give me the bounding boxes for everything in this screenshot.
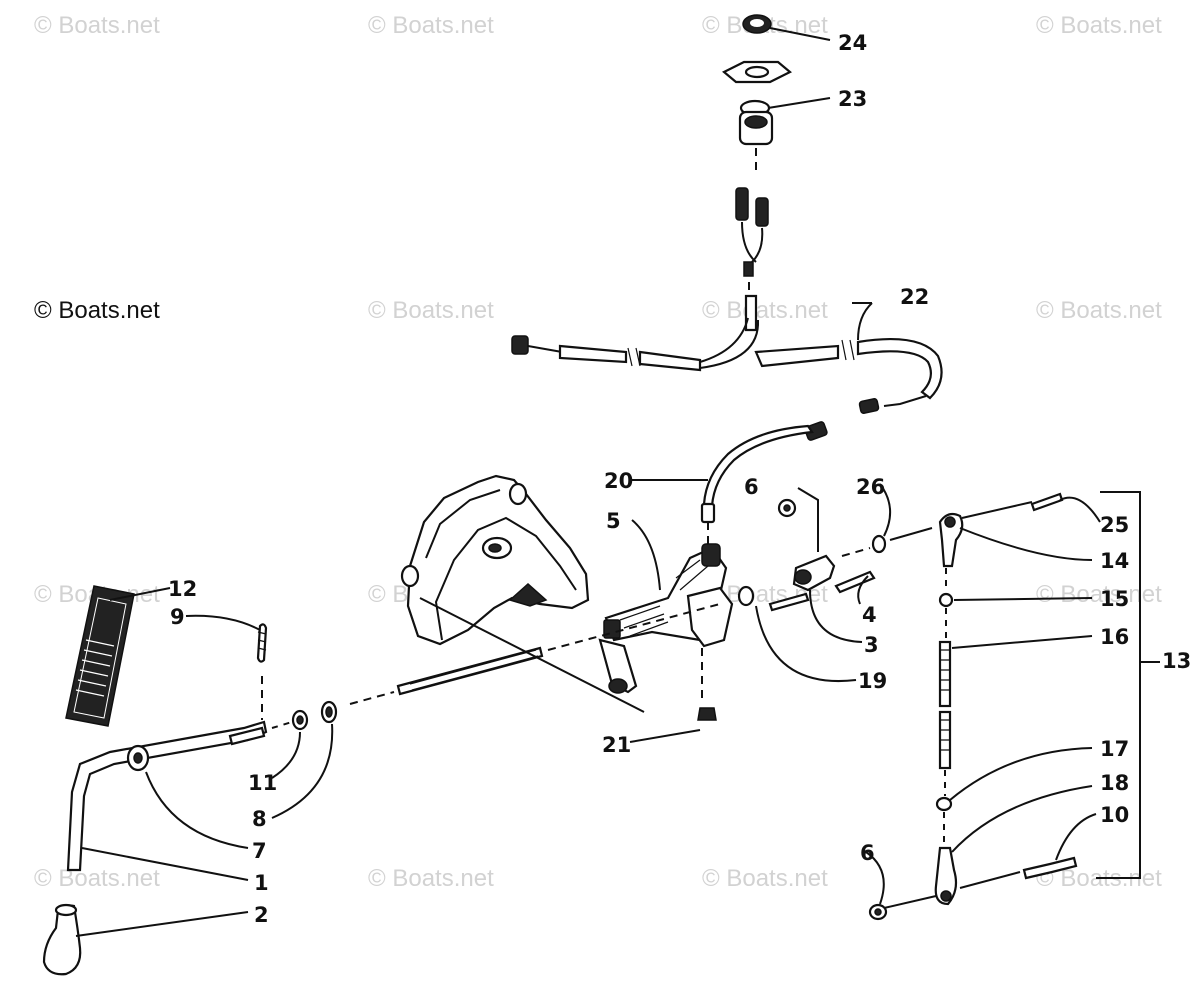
callout-25: 25: [1100, 513, 1129, 537]
callout-11: 11: [248, 771, 277, 795]
part-2-grip: [42, 903, 82, 976]
watermark: © Boats.net: [368, 12, 494, 39]
callout-3: 3: [864, 633, 879, 657]
callout-18: 18: [1100, 771, 1129, 795]
part-12-decal: [65, 585, 135, 727]
callout-24: 24: [838, 31, 867, 55]
watermark: © Boats.net: [702, 865, 828, 892]
part-23-switch: [735, 99, 774, 306]
callout-23: 23: [838, 87, 867, 111]
callout-15: 15: [1100, 587, 1129, 611]
part-26-washer: [871, 534, 887, 554]
callout-6-upper: 6: [744, 475, 759, 499]
callout-7: 7: [252, 839, 267, 863]
callout-6-lower: 6: [860, 841, 875, 865]
part-5-lever: [598, 543, 734, 698]
watermark: © Boats.net: [368, 297, 494, 324]
watermark: © Boats.net: [34, 865, 160, 892]
part-22-harness: [511, 294, 943, 414]
part-21-fastener: [697, 707, 717, 721]
part-3-arm: [768, 554, 836, 612]
part-13-linkage: [883, 492, 1078, 909]
part-8-clip: [320, 700, 338, 724]
callout-4: 4: [862, 603, 877, 627]
callout-labels: 24 23 22 20 5 6 26 4 3 19 21 25 14 15 16…: [168, 31, 1191, 927]
watermark: © Boats.net: [34, 12, 160, 39]
callout-1: 1: [254, 871, 269, 895]
part-24-seal: [722, 14, 792, 84]
watermark: © Boats.net: [702, 297, 828, 324]
callout-17: 17: [1100, 737, 1129, 761]
callout-16: 16: [1100, 625, 1129, 649]
callout-13: 13: [1162, 649, 1191, 673]
copyright-notice: © Boats.net: [34, 297, 160, 324]
throttle-shaft: [349, 597, 721, 713]
part-19-washer: [737, 585, 755, 607]
watermark: © Boats.net: [1036, 581, 1162, 608]
callout-22: 22: [900, 285, 929, 309]
callout-14: 14: [1100, 549, 1129, 573]
part-6-nut-upper: [777, 498, 797, 518]
watermark: © Boats.net: [1036, 297, 1162, 324]
callout-5: 5: [606, 509, 621, 533]
callout-8: 8: [252, 807, 267, 831]
callout-21: 21: [602, 733, 631, 757]
part-11-washer: [291, 709, 309, 731]
part-20-lead: [700, 421, 828, 548]
callout-9: 9: [170, 605, 185, 629]
watermark: © Boats.net: [1036, 12, 1162, 39]
callout-26: 26: [856, 475, 885, 499]
callout-12: 12: [168, 577, 197, 601]
callout-20: 20: [604, 469, 633, 493]
callout-10: 10: [1100, 803, 1129, 827]
part-9-spring: [256, 623, 268, 720]
throttle-housing: [400, 474, 590, 646]
leader-lines: [75, 27, 1160, 937]
callout-19: 19: [858, 669, 887, 693]
watermark-layer: © Boats.net © Boats.net © Boats.net © Bo…: [34, 12, 1162, 892]
watermark: © Boats.net: [368, 865, 494, 892]
part-4-pin: [834, 570, 876, 594]
callout-2: 2: [254, 903, 269, 927]
part-6-nut-lower: [868, 903, 888, 921]
part-1-lever: [66, 720, 268, 872]
